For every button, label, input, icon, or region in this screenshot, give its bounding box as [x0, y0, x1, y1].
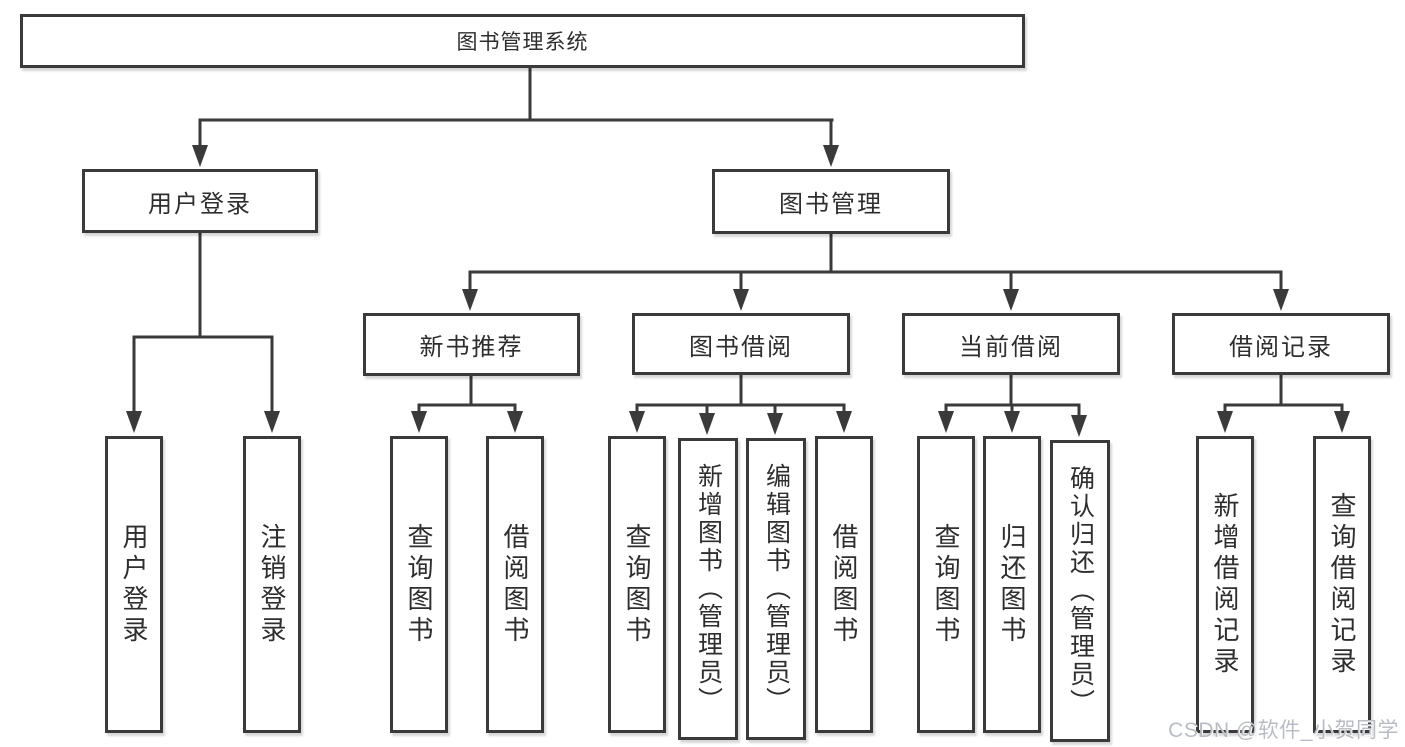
node-label: 借阅记录 [1229, 333, 1333, 361]
leaf-add-borrow-record: 新增借阅记录 [1196, 436, 1254, 733]
node-label: 图书管理 [779, 191, 883, 218]
node-label: 图书借阅 [689, 333, 793, 361]
branch-new-book [417, 373, 517, 420]
leaf-label: 查询图书 [622, 522, 652, 647]
csdn-watermark: CSDN @软件_小贺同学 [1168, 719, 1399, 742]
branch-borrowing-records [1223, 373, 1344, 420]
arrowheads [126, 145, 1350, 437]
leaf-query-books-borrowing: 查询图书 [608, 436, 666, 733]
leaf-return-books: 归还图书 [983, 436, 1041, 733]
leaf-query-books-current: 查询图书 [917, 436, 975, 733]
leaf-user-login: 用户登录 [105, 436, 163, 733]
node-current-borrowing: 当前借阅 [902, 313, 1120, 375]
branch-book-management [468, 232, 1283, 298]
leaf-label: 查询图书 [404, 522, 434, 647]
leaf-label: 借阅图书 [500, 522, 530, 647]
node-book-borrowing: 图书借阅 [632, 313, 850, 375]
node-book-management: 图书管理 [712, 169, 950, 234]
leaf-label: 归还图书 [997, 522, 1027, 647]
node-library-management-system: 图书管理系统 [20, 14, 1025, 68]
node-borrowing-records: 借阅记录 [1172, 313, 1390, 375]
leaf-add-books-admin: 新增图书（管理员） [678, 438, 738, 740]
leaf-label: 注销登录 [257, 522, 287, 647]
node-new-book-recommendation: 新书推荐 [363, 313, 580, 376]
leaf-label: 借阅图书 [829, 522, 859, 647]
leaf-borrow-books-borrowing: 借阅图书 [815, 436, 873, 733]
leaf-label: 查询借阅记录 [1327, 491, 1357, 678]
node-user-login: 用户登录 [82, 169, 318, 233]
leaf-label: 确认归还（管理员） [1066, 465, 1095, 717]
leaf-borrow-books-recommend: 借阅图书 [486, 436, 544, 733]
leaf-logout-login: 注销登录 [243, 436, 301, 733]
branch-user-login [132, 231, 274, 420]
node-label: 新书推荐 [419, 334, 524, 361]
leaf-query-books-recommend: 查询图书 [390, 436, 448, 733]
leaf-label: 编辑图书（管理员） [762, 463, 791, 715]
leaf-label: 新增图书（管理员） [694, 463, 723, 715]
leaf-confirm-return-admin: 确认归还（管理员） [1050, 440, 1110, 742]
leaf-edit-books-admin: 编辑图书（管理员） [746, 438, 806, 740]
leaf-label: 查询图书 [931, 522, 961, 647]
branch-root [198, 66, 834, 152]
leaf-query-borrow-record: 查询借阅记录 [1313, 436, 1371, 733]
node-label: 图书管理系统 [456, 31, 589, 54]
leaf-label: 用户登录 [119, 522, 149, 647]
node-label: 当前借阅 [959, 333, 1063, 361]
node-label: 用户登录 [148, 190, 252, 218]
leaf-label: 新增借阅记录 [1210, 491, 1240, 678]
branch-book-borrowing [635, 373, 846, 422]
